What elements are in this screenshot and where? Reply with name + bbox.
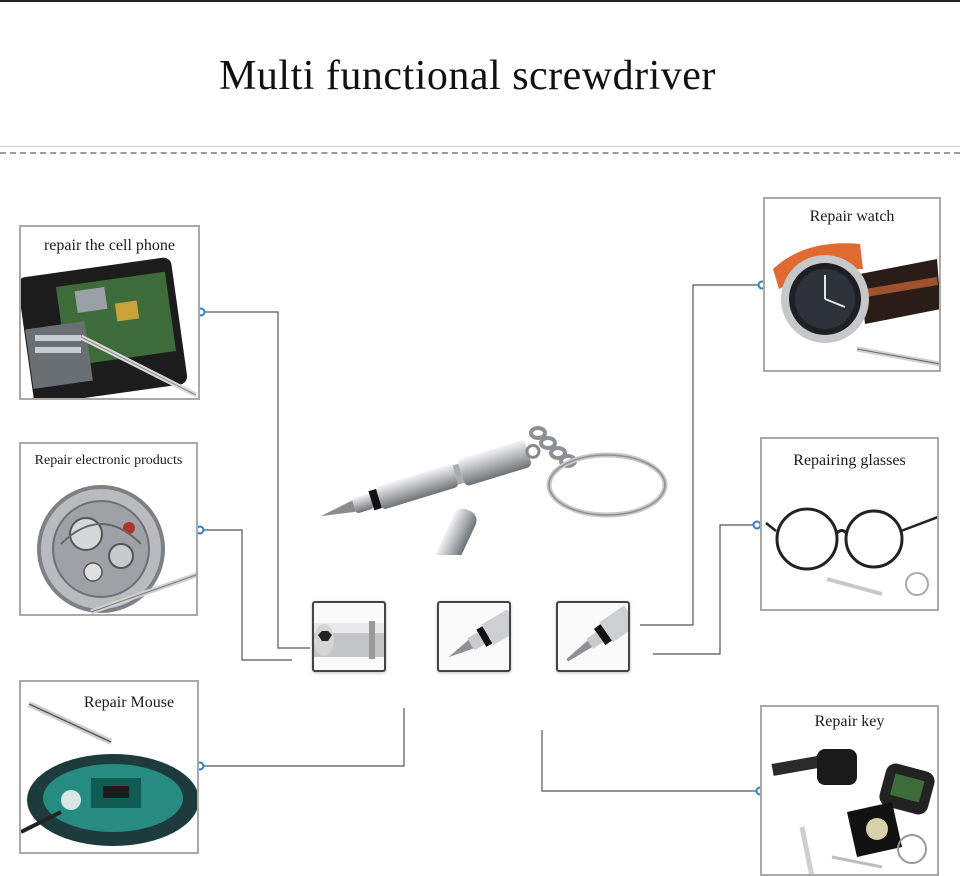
cell-phone-image (21, 257, 198, 398)
page-title: Multi functional screwdriver (219, 53, 716, 99)
car-key-image (771, 749, 935, 874)
top-rule (0, 0, 960, 2)
phillips-tip-icon (448, 609, 509, 658)
connector-watch (640, 284, 762, 626)
mouse-image (21, 701, 197, 846)
mini-screwdriver-keychain (320, 426, 668, 555)
wristwatch-image (773, 243, 939, 367)
zoom-phillips-tip (437, 601, 511, 672)
card-glasses-label: Repairing glasses (793, 452, 906, 469)
card-watch: Repair watch (763, 197, 941, 372)
eyeglasses-image (765, 507, 937, 596)
watch-movement-image (37, 485, 196, 614)
card-mouse: Repair Mouse (19, 680, 199, 854)
title-dashed-divider (0, 152, 960, 154)
card-mouse-label: Repair Mouse (83, 694, 175, 711)
zoom-flathead-tip (556, 601, 630, 672)
card-key-label: Repair key (814, 713, 885, 730)
connector-mouse (200, 708, 405, 767)
connector-key (541, 730, 760, 792)
connector-glasses (653, 524, 757, 655)
connector-electronic (200, 529, 292, 661)
connector-cell-phone (201, 311, 310, 649)
hex-socket-tip-icon (314, 621, 384, 659)
flathead-tip-icon (566, 605, 628, 662)
card-key: Repair key (760, 705, 939, 876)
title-divider (0, 146, 960, 147)
card-electronic: Repair electronic products (19, 442, 198, 616)
card-electronic-label: Repair electronic products (34, 453, 183, 468)
card-cell-phone-label: repair the cell phone (43, 237, 176, 254)
card-cell-phone: repair the cell phone (19, 225, 200, 400)
card-watch-label: Repair watch (809, 208, 895, 225)
zoom-hex-socket-tip (312, 601, 386, 672)
card-glasses: Repairing glasses (760, 437, 939, 611)
